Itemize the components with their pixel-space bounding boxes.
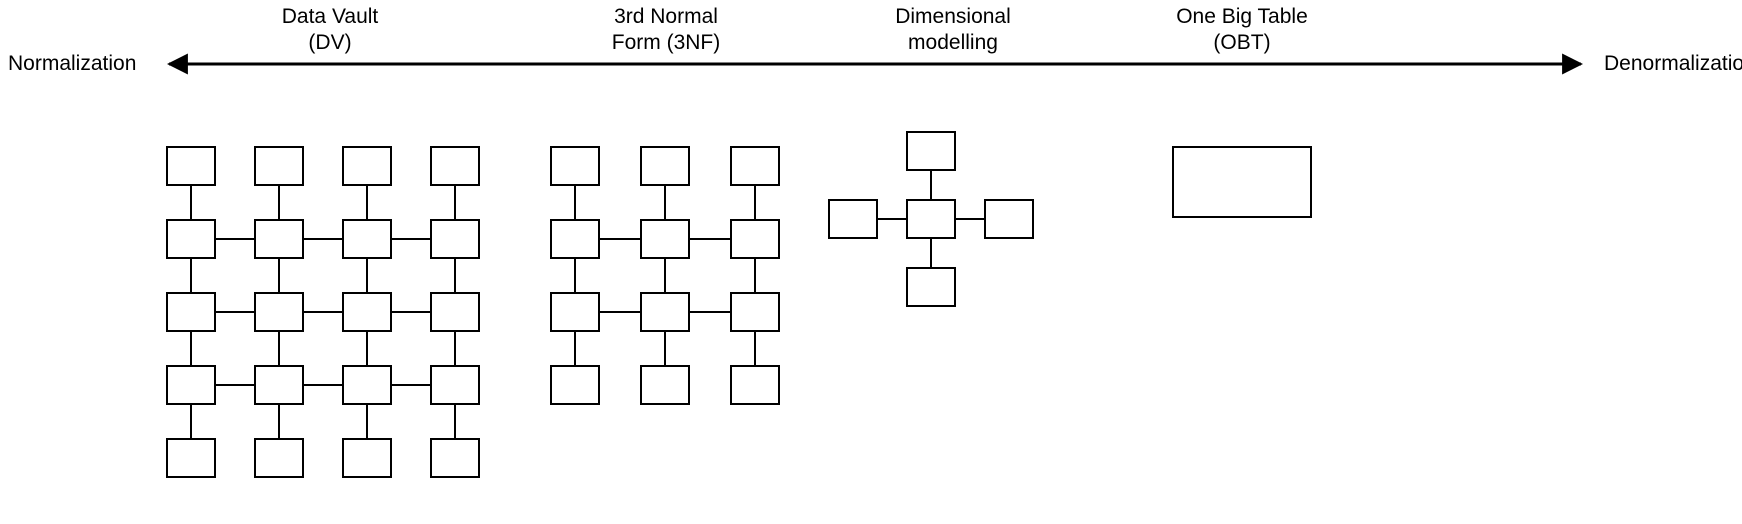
entity-box (730, 365, 780, 405)
entity-box (342, 292, 392, 332)
entity-box (430, 292, 480, 332)
stage-label-dimensional-modelling: Dimensional modelling (895, 5, 1011, 54)
entity-box (254, 219, 304, 259)
entity-box (254, 146, 304, 186)
connector-horizontal (600, 311, 640, 313)
connector-horizontal (690, 238, 730, 240)
connector-horizontal (216, 311, 254, 313)
connector-vertical (664, 186, 666, 219)
entity-box (550, 219, 600, 259)
connector-vertical (278, 405, 280, 438)
connector-horizontal (392, 238, 430, 240)
entity-box (342, 438, 392, 478)
entity-box (342, 146, 392, 186)
connector-vertical (454, 332, 456, 365)
connector-horizontal (878, 218, 906, 220)
dimension-box (828, 199, 878, 239)
entity-box (166, 219, 216, 259)
connector-vertical (930, 171, 932, 199)
axis-label-normalization: Normalization (8, 52, 137, 75)
entity-box (550, 292, 600, 332)
connector-vertical (574, 259, 576, 292)
dimension-box (906, 131, 956, 171)
connector-vertical (190, 186, 192, 219)
connector-vertical (190, 259, 192, 292)
connector-horizontal (304, 238, 342, 240)
entity-box (254, 438, 304, 478)
connector-horizontal (600, 238, 640, 240)
one-big-table-box (1172, 146, 1312, 218)
entity-box (342, 219, 392, 259)
connector-vertical (454, 259, 456, 292)
connector-vertical (754, 186, 756, 219)
connector-horizontal (216, 384, 254, 386)
entity-box (430, 146, 480, 186)
entity-box (430, 365, 480, 405)
connector-vertical (754, 259, 756, 292)
stage-label-one-big-table: One Big Table (OBT) (1176, 5, 1308, 54)
entity-box (640, 365, 690, 405)
connector-vertical (454, 405, 456, 438)
entity-box (254, 365, 304, 405)
connector-horizontal (690, 311, 730, 313)
entity-box (640, 292, 690, 332)
connector-vertical (366, 405, 368, 438)
fact-table-box (906, 199, 956, 239)
entity-box (166, 365, 216, 405)
connector-horizontal (304, 384, 342, 386)
connector-vertical (190, 332, 192, 365)
entity-box (730, 146, 780, 186)
connector-vertical (366, 332, 368, 365)
connector-vertical (930, 239, 932, 267)
connector-vertical (366, 186, 368, 219)
connector-vertical (278, 259, 280, 292)
entity-box (730, 292, 780, 332)
entity-box (430, 438, 480, 478)
connector-vertical (278, 332, 280, 365)
connector-horizontal (392, 311, 430, 313)
entity-box (430, 219, 480, 259)
entity-box (166, 292, 216, 332)
stage-label-third-normal-form: 3rd Normal Form (3NF) (611, 5, 721, 54)
connector-vertical (574, 332, 576, 365)
entity-box (640, 219, 690, 259)
connector-vertical (454, 186, 456, 219)
connector-vertical (664, 259, 666, 292)
connector-horizontal (304, 311, 342, 313)
entity-box (254, 292, 304, 332)
entity-box (342, 365, 392, 405)
connector-vertical (366, 259, 368, 292)
spectrum-double-arrow-icon (166, 53, 1584, 75)
connector-vertical (574, 186, 576, 219)
connector-horizontal (216, 238, 254, 240)
entity-box (550, 365, 600, 405)
entity-box (730, 219, 780, 259)
dimension-box (984, 199, 1034, 239)
connector-horizontal (392, 384, 430, 386)
connector-vertical (664, 332, 666, 365)
connector-vertical (754, 332, 756, 365)
connector-vertical (278, 186, 280, 219)
entity-box (166, 438, 216, 478)
axis-label-denormalization: Denormalization (1604, 52, 1742, 75)
connector-horizontal (956, 218, 984, 220)
entity-box (166, 146, 216, 186)
stage-label-data-vault: Data Vault (DV) (281, 5, 379, 54)
entity-box (550, 146, 600, 186)
dimension-box (906, 267, 956, 307)
entity-box (640, 146, 690, 186)
connector-vertical (190, 405, 192, 438)
